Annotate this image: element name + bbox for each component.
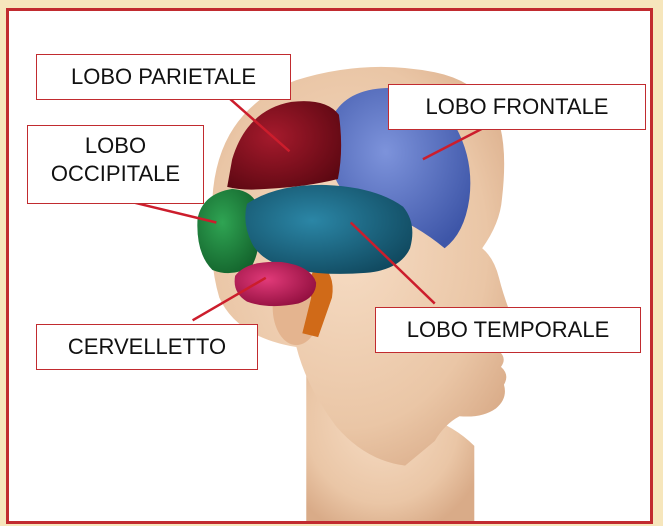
label-lobo-frontale-text: LOBO FRONTALE (389, 94, 645, 120)
label-lobo-frontale: LOBO FRONTALE (388, 84, 646, 130)
label-lobo-parietale: LOBO PARIETALE (36, 54, 291, 100)
label-lobo-temporale: LOBO TEMPORALE (375, 307, 641, 353)
label-lobo-occipitale-line2: OCCIPITALE (28, 160, 203, 188)
label-cervelletto: CERVELLETTO (36, 324, 258, 370)
label-lobo-occipitale-line1: LOBO (28, 132, 203, 160)
diagram-frame: LOBO PARIETALE LOBO FRONTALE LOBO OCCIPI… (6, 8, 653, 524)
label-cervelletto-text: CERVELLETTO (37, 334, 257, 360)
label-lobo-temporale-text: LOBO TEMPORALE (376, 317, 640, 343)
temporal-lobe-shape (245, 185, 412, 274)
label-lobo-parietale-text: LOBO PARIETALE (37, 64, 290, 90)
label-lobo-occipitale: LOBO OCCIPITALE (27, 125, 204, 204)
